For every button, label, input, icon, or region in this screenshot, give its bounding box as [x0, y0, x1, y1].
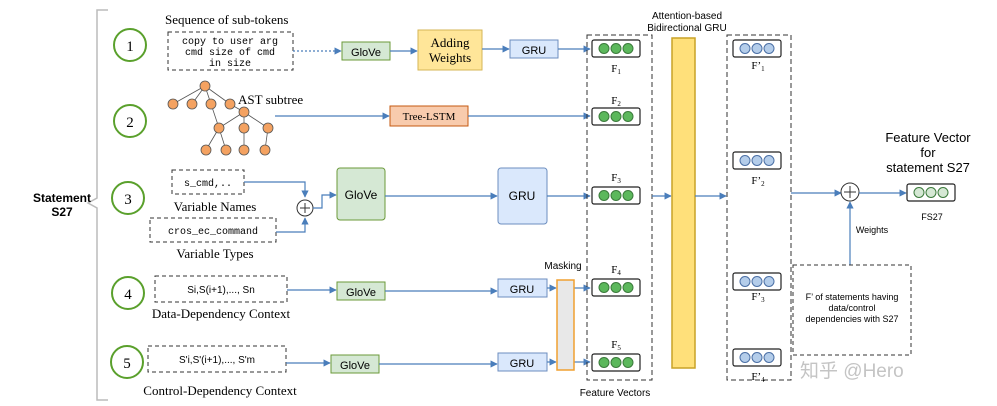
watermark: 知乎 @Hero	[800, 360, 904, 382]
control-dependency-label: Control-Dependency Context	[143, 383, 297, 398]
weights-note-line-1: F’ of statements having	[806, 292, 899, 302]
row-3-glove-label: GloVe	[345, 188, 378, 202]
output-title-1: Feature Vector	[885, 130, 971, 145]
row-4-glove-label: GloVe	[346, 287, 376, 299]
weights-note-box	[792, 264, 912, 356]
adding-weights-label-2: Weights	[429, 50, 471, 65]
control-dependency-box	[147, 345, 287, 373]
output-title-3: statement S27	[886, 160, 970, 175]
variable-types-value: cros_ec_command	[168, 226, 258, 238]
f4-label: F4	[611, 264, 621, 277]
variable-names-box	[171, 169, 245, 195]
ast-tree-icon	[167, 80, 274, 156]
feature-vector-f2: F2	[591, 95, 641, 126]
f1-label: F1	[611, 63, 621, 76]
bigru-bar	[671, 37, 696, 369]
data-dependency-box	[154, 275, 288, 303]
feature-vector-f1: F1	[591, 39, 641, 76]
sub-token-line-2: cmd size of cmd	[185, 47, 275, 59]
row-1-title: Sequence of sub-tokens	[165, 12, 288, 27]
sub-token-line-1: copy to user arg	[182, 37, 278, 48]
statement-label: Statement	[33, 191, 91, 205]
row-3-number: 3	[124, 192, 132, 208]
row-2-title: AST subtree	[238, 92, 303, 107]
data-dependency-label: Data-Dependency Context	[152, 306, 291, 321]
output-title-2: for	[920, 145, 936, 160]
attention-label-2: Bidirectional GRU	[647, 23, 726, 34]
attended-vector-4: F’4	[732, 348, 782, 384]
f2-label: F2	[611, 95, 621, 108]
tree-lstm-label: Tree-LSTM	[403, 111, 456, 123]
feature-vectors-label: Feature Vectors	[580, 388, 651, 399]
adding-weights-label-1: Adding	[431, 35, 471, 50]
f5-label: F5	[611, 339, 621, 352]
variable-names-value: s_cmd,..	[184, 178, 232, 190]
f-prime-1-label: F’1	[751, 60, 765, 73]
f3-label: F3	[611, 172, 621, 185]
attended-vector-3: F’3	[732, 272, 782, 304]
control-dependency-value: S'i,S'(i+1),..., S'm	[179, 355, 255, 366]
row-5-gru-label: GRU	[510, 358, 535, 370]
variable-types-label: Variable Types	[176, 246, 253, 261]
variable-types-box	[149, 217, 277, 243]
output-label: FS27	[921, 212, 943, 222]
data-dependency-value: Si,S(i+1),..., Sn	[187, 285, 255, 296]
masking-label: Masking	[544, 261, 581, 272]
statement-brace	[86, 9, 108, 401]
row-4-number: 4	[124, 287, 132, 303]
attended-vector-1: F’1	[732, 39, 782, 73]
feature-vector-f4: F4	[591, 264, 641, 297]
feature-vector-f5: F5	[591, 339, 641, 372]
row-3-gru-label: GRU	[509, 189, 536, 203]
weights-note-line-2: data/control	[828, 303, 875, 313]
adding-weights-box	[417, 29, 483, 71]
row-1-gru-label: GRU	[522, 45, 547, 57]
row-2-number: 2	[126, 115, 134, 131]
f-prime-3-label: F’3	[751, 291, 765, 304]
row-3-glove-box	[336, 167, 386, 221]
weights-label: Weights	[856, 225, 889, 235]
weights-note-line-3: dependencies with S27	[805, 314, 898, 324]
row-number-circles: 1 2 3 4 5	[110, 28, 147, 379]
statement-id: S27	[51, 205, 73, 219]
variable-names-label: Variable Names	[174, 199, 257, 214]
output-feature-vector	[906, 183, 956, 202]
row-4-gru-label: GRU	[510, 284, 535, 296]
attention-label-1: Attention-based	[652, 11, 722, 22]
feature-vectors-column	[586, 34, 653, 381]
row-5-number: 5	[123, 356, 131, 372]
masking-bar	[556, 279, 575, 371]
row-1-glove-label: GloVe	[351, 47, 381, 59]
sub-token-line-3: in size	[209, 58, 251, 70]
row-1-number: 1	[126, 39, 134, 55]
row-5-glove-label: GloVe	[340, 360, 370, 372]
feature-vector-f3: F3	[591, 172, 641, 205]
f-prime-2-label: F’2	[751, 175, 765, 188]
attended-features-column	[726, 34, 792, 381]
attended-vector-2: F’2	[732, 151, 782, 188]
f-prime-4-label: F’4	[751, 371, 765, 384]
